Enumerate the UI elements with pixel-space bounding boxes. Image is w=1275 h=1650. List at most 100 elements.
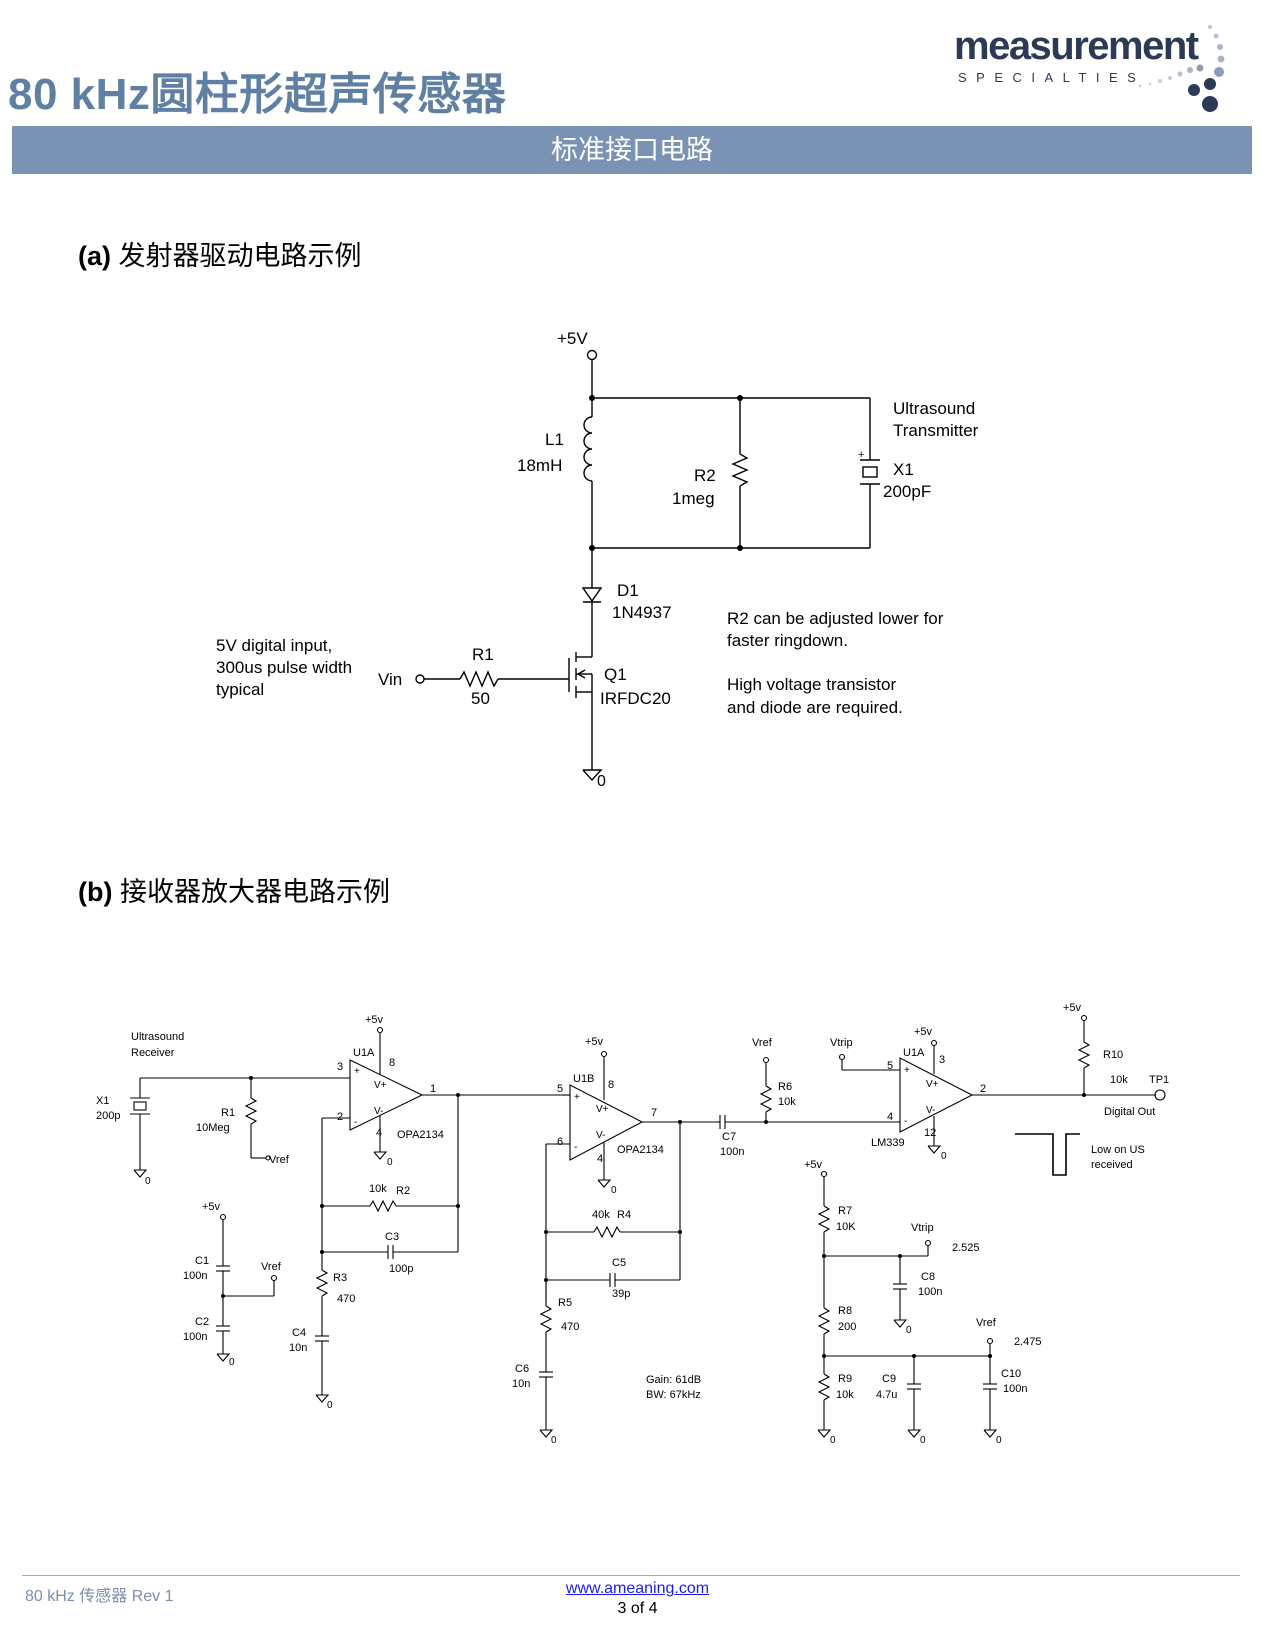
svg-text:0: 0 xyxy=(941,1151,947,1162)
svg-text:+: + xyxy=(858,449,864,461)
opa1-label: OPA2134 xyxy=(397,1129,444,1141)
v2525-label: 2.525 xyxy=(952,1242,980,1254)
vcc-label: +5V xyxy=(557,329,588,348)
opamp-u1b-icon xyxy=(569,1084,644,1161)
vcc2-label: +5v xyxy=(585,1036,604,1048)
svg-text:40k: 40k xyxy=(592,1209,610,1221)
svg-text:0: 0 xyxy=(387,1157,393,1168)
svg-text:10k: 10k xyxy=(1110,1074,1128,1086)
u1a-label: U1A xyxy=(353,1047,375,1059)
svg-text:2: 2 xyxy=(337,1111,343,1123)
diode-d1-icon xyxy=(581,587,603,603)
svg-text:+5v: +5v xyxy=(914,1026,933,1038)
svg-text:C7: C7 xyxy=(722,1131,736,1143)
vtrip-div-label: Vtrip xyxy=(911,1222,934,1234)
x1-value: 200pF xyxy=(883,482,931,501)
vtrip-label: Vtrip xyxy=(830,1037,853,1049)
svg-text:-: - xyxy=(574,1142,577,1153)
note-ringdown-line1: R2 can be adjusted lower for xyxy=(727,609,944,628)
l1-label: L1 xyxy=(545,430,564,449)
tp1-terminal-icon xyxy=(1154,1089,1166,1101)
svg-text:0: 0 xyxy=(327,1400,333,1411)
svg-text:10K: 10K xyxy=(836,1221,856,1233)
tp1-label: TP1 xyxy=(1149,1074,1169,1086)
svg-text:10n: 10n xyxy=(512,1378,530,1390)
gain-label: Gain: 61dB xyxy=(646,1374,701,1386)
svg-text:5: 5 xyxy=(887,1060,893,1072)
inductor-l1-icon xyxy=(583,416,593,482)
svg-text:100n: 100n xyxy=(1003,1383,1027,1395)
svg-text:0: 0 xyxy=(996,1435,1002,1446)
svg-text:R6: R6 xyxy=(778,1081,792,1093)
resistor-r7-icon xyxy=(817,1205,831,1233)
company-logo: measurement SPECIALTIES xyxy=(948,24,1248,124)
lm339-label: LM339 xyxy=(871,1137,905,1149)
svg-text:5: 5 xyxy=(557,1083,563,1095)
br2-label: R2 xyxy=(396,1185,410,1197)
svg-text:R8: R8 xyxy=(838,1305,852,1317)
resistor-r6-icon xyxy=(759,1085,773,1113)
svg-text:C5: C5 xyxy=(612,1257,626,1269)
svg-text:200: 200 xyxy=(838,1321,856,1333)
resistor-r10-icon xyxy=(1077,1041,1091,1069)
svg-text:C4: C4 xyxy=(292,1327,306,1339)
svg-text:12: 12 xyxy=(924,1127,936,1139)
resistor-r3-icon xyxy=(315,1269,329,1297)
resistor-r1-icon xyxy=(459,670,499,688)
input-desc-line2: 300us pulse width xyxy=(216,658,352,677)
u1b-label: U1B xyxy=(573,1073,594,1085)
svg-text:10k: 10k xyxy=(836,1389,854,1401)
transmitter-label-line1: Ultrasound xyxy=(893,399,975,418)
svg-text:39p: 39p xyxy=(612,1288,630,1300)
vcc-r7-label: +5v xyxy=(804,1159,823,1171)
low-label-line2: received xyxy=(1091,1159,1133,1171)
svg-text:470: 470 xyxy=(337,1293,355,1305)
pulse-waveform-icon xyxy=(1015,1133,1080,1176)
svg-text:0: 0 xyxy=(229,1357,235,1368)
ground-label: 0 xyxy=(597,773,606,790)
svg-text:R7: R7 xyxy=(838,1205,852,1217)
svg-text:-: - xyxy=(904,1116,907,1127)
svg-text:4: 4 xyxy=(376,1127,382,1139)
svg-text:0: 0 xyxy=(830,1435,836,1446)
footer-divider xyxy=(22,1575,1240,1576)
svg-text:+: + xyxy=(904,1065,910,1076)
br1-value: 10Meg xyxy=(196,1122,230,1134)
resistor-r4-icon xyxy=(593,1225,621,1239)
vcc-terminal-icon xyxy=(586,349,598,361)
svg-text:0: 0 xyxy=(551,1435,557,1446)
svg-text:0: 0 xyxy=(906,1325,912,1336)
opamp-u1a-icon xyxy=(349,1059,424,1131)
svg-text:8: 8 xyxy=(608,1079,614,1091)
resistor-r2-icon xyxy=(731,453,749,487)
v2475-label: 2.475 xyxy=(1014,1336,1042,1348)
resistor-r8-icon xyxy=(817,1307,831,1335)
receiver-amplifier-schematic: Ultrasound Receiver X1 200p R1 10Meg Vre… xyxy=(96,1002,1169,1446)
vin-label: Vin xyxy=(378,670,402,689)
svg-text:1: 1 xyxy=(430,1083,436,1095)
svg-text:4: 4 xyxy=(887,1111,893,1123)
bc3-value: 100p xyxy=(389,1263,413,1275)
svg-text:V-: V- xyxy=(374,1106,383,1117)
ground-icon xyxy=(582,769,603,782)
resistor-r2-icon xyxy=(369,1199,397,1213)
bx1-value: 200p xyxy=(96,1110,120,1122)
svg-text:4: 4 xyxy=(597,1153,603,1165)
footer-website-link[interactable]: www.ameaning.com xyxy=(565,1580,710,1597)
section-b-heading: (b) 接收器放大器电路示例 xyxy=(78,870,390,909)
footer-doc-rev: 80 kHz 传感器 Rev 1 xyxy=(25,1588,174,1605)
logo-dots-icon xyxy=(1138,25,1225,112)
d1-label: D1 xyxy=(617,581,639,600)
svg-text:V+: V+ xyxy=(926,1079,939,1090)
svg-text:C6: C6 xyxy=(515,1363,529,1375)
r2-label: R2 xyxy=(694,466,716,485)
l1-value: 18mH xyxy=(517,456,562,475)
svg-text:V-: V- xyxy=(926,1105,935,1116)
svg-text:R4: R4 xyxy=(617,1209,631,1221)
r1-value: 50 xyxy=(471,689,490,708)
svg-text:V+: V+ xyxy=(374,1080,387,1091)
rx-label-line2: Receiver xyxy=(131,1047,175,1059)
svg-text:7: 7 xyxy=(651,1107,657,1119)
svg-text:-: - xyxy=(354,1117,357,1128)
r1-label: R1 xyxy=(472,645,494,664)
